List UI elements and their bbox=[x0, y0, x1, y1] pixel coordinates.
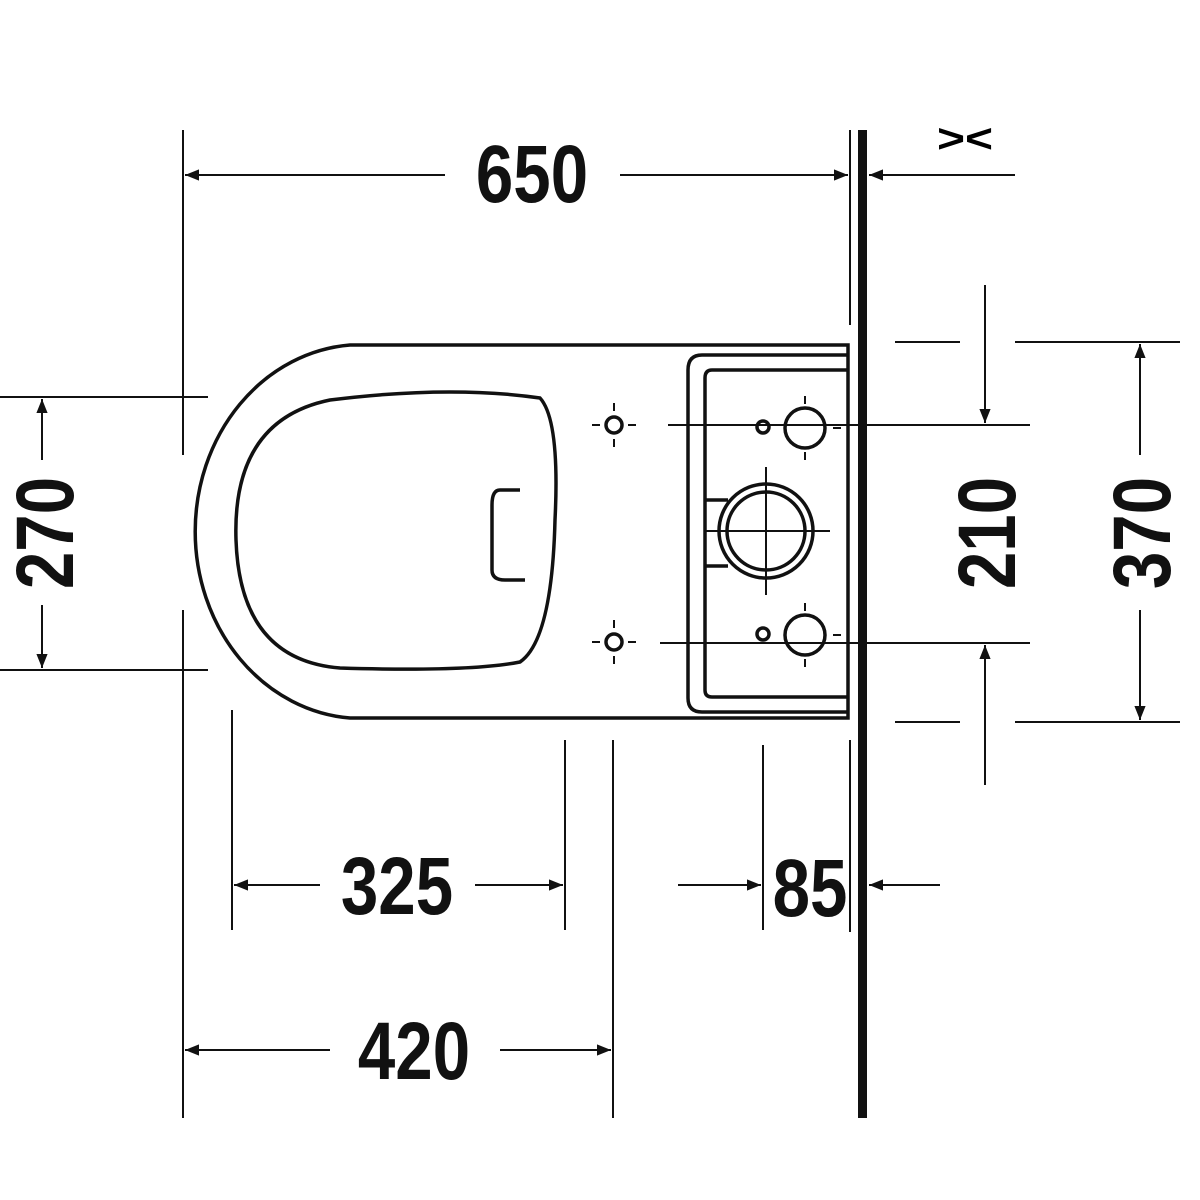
tank-inner bbox=[703, 368, 848, 699]
seat-outline bbox=[234, 390, 558, 671]
dim-420: 420 bbox=[358, 1005, 470, 1097]
dim-85: 85 bbox=[773, 842, 848, 934]
dim-270: 270 bbox=[0, 477, 90, 589]
tank-outer bbox=[686, 353, 848, 714]
dimension-arrows bbox=[36, 169, 1146, 1056]
seat-handle bbox=[490, 488, 525, 582]
dim-650: 650 bbox=[476, 128, 588, 220]
dim-210: 210 bbox=[941, 477, 1033, 589]
adjustable-symbol: >< bbox=[937, 117, 993, 161]
dim-325: 325 bbox=[341, 840, 453, 932]
wall bbox=[858, 130, 867, 1118]
toilet-outline bbox=[193, 343, 850, 720]
fixing-holes bbox=[592, 396, 841, 667]
extension-lines bbox=[0, 130, 1180, 1118]
dim-370: 370 bbox=[1096, 477, 1188, 589]
